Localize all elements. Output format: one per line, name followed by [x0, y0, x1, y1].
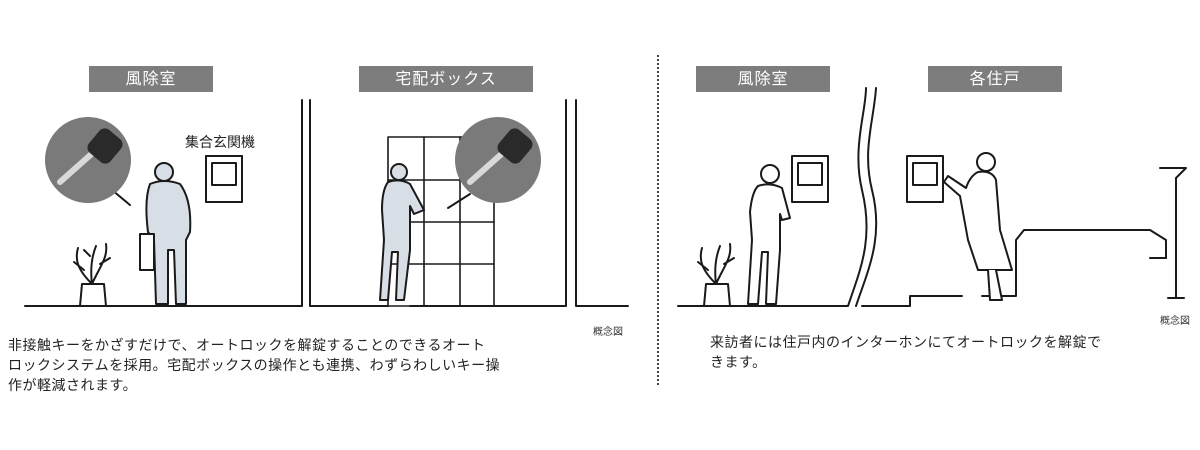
floor-right — [677, 87, 868, 307]
caption-right: 来訪者には住戸内のインターホンにてオートロックを解錠で きます。 — [710, 335, 1102, 371]
person-at-locker — [379, 163, 425, 301]
intercom-icon-right-1 — [791, 155, 829, 203]
caption-left: 非接触キーをかざすだけで、オートロックを解錠することのできるオート ロックシステ… — [8, 338, 501, 394]
intercom-icon — [205, 155, 243, 203]
wall-curve-right — [855, 87, 878, 307]
plant-icon — [73, 243, 111, 307]
wall-mid-left — [309, 99, 389, 307]
floor-left — [24, 99, 303, 307]
intercom-icon-right-2 — [906, 155, 944, 203]
person-resident-left — [139, 162, 192, 305]
concept-note-right: 概念図 — [1160, 316, 1190, 327]
person-visitor — [747, 164, 791, 305]
entrance-device-label: 集合玄関機 — [185, 135, 255, 151]
label-delivery-box: 宅配ボックス — [359, 66, 533, 92]
label-wind-room-left: 風除室 — [89, 66, 213, 92]
person-resident-right — [943, 152, 1013, 301]
label-wind-room-right: 風除室 — [696, 66, 830, 92]
concept-note-left: 概念図 — [593, 327, 623, 338]
label-each-unit: 各住戸 — [928, 66, 1062, 92]
plant-icon-right — [697, 243, 735, 307]
floor-lamp-icon — [1159, 167, 1187, 299]
panel-divider — [657, 55, 659, 385]
key-icon — [45, 117, 131, 206]
floor-left-3 — [575, 99, 629, 307]
key-icon-2 — [447, 117, 541, 209]
floor-right-2 — [861, 295, 963, 307]
floor-right-3 — [981, 229, 1167, 297]
